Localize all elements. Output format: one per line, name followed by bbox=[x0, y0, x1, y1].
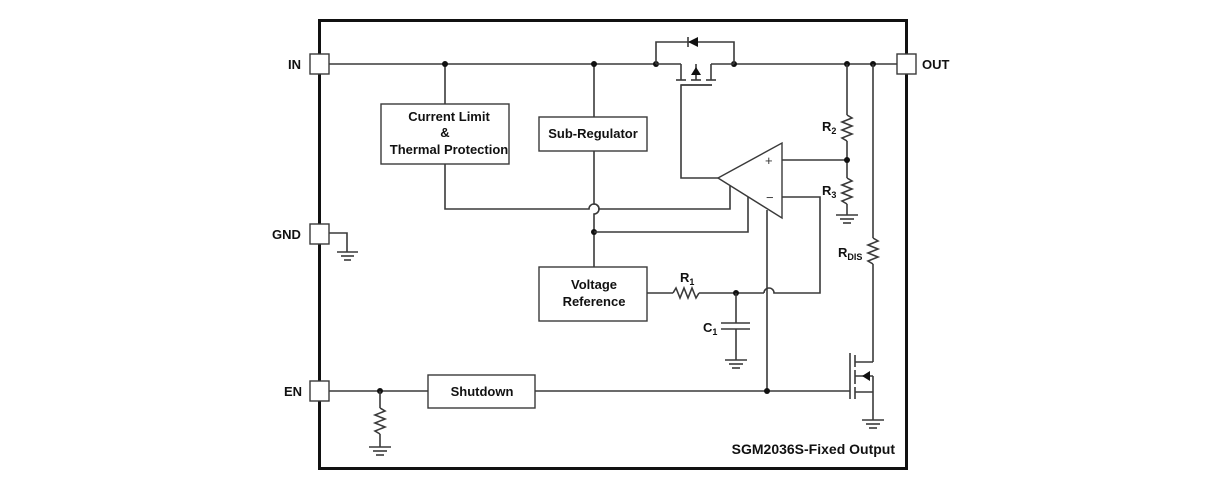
junction-dot bbox=[591, 61, 597, 67]
r1-resistor-icon bbox=[647, 196, 821, 301]
out-pin bbox=[896, 53, 917, 75]
gnd-pin bbox=[309, 223, 330, 245]
r3-label: R3 bbox=[822, 183, 836, 200]
gnd-pin-label: GND bbox=[272, 227, 301, 242]
junction-dot bbox=[764, 388, 770, 394]
current-limit-label-1: Current Limit bbox=[408, 109, 490, 124]
current-limit-label-3: Thermal Protection bbox=[390, 142, 509, 157]
opamp-minus-sign: − bbox=[766, 190, 774, 205]
current-limit-label-2: & bbox=[440, 125, 449, 140]
wire-subregulator-to-opamp bbox=[594, 195, 749, 233]
r1-label: R1 bbox=[680, 270, 694, 287]
wire-current-limit-to-opamp bbox=[444, 164, 731, 210]
error-amplifier bbox=[716, 141, 783, 220]
c1-label: C1 bbox=[703, 320, 717, 337]
en-pin-label: EN bbox=[284, 384, 302, 399]
out-pin-label: OUT bbox=[922, 57, 950, 72]
sub-regulator-label: Sub-Regulator bbox=[548, 126, 638, 141]
gnd-pin-ground-icon bbox=[329, 232, 358, 261]
wire-opamp-to-gate bbox=[680, 84, 718, 179]
junction-dot bbox=[442, 61, 448, 67]
junction-dot bbox=[844, 157, 850, 163]
r3-resistor-icon bbox=[836, 177, 858, 224]
in-pin bbox=[309, 53, 330, 75]
r2-label: R2 bbox=[822, 119, 836, 136]
chip-boundary bbox=[318, 19, 908, 470]
sub-regulator-block bbox=[538, 116, 648, 152]
rdis-label: RDIS bbox=[838, 245, 862, 262]
c1-capacitor-icon bbox=[721, 293, 750, 369]
voltage-reference-label-2: Reference bbox=[563, 294, 626, 309]
voltage-reference-block bbox=[538, 266, 648, 322]
diagram-title: SGM2036S-Fixed Output bbox=[732, 441, 896, 457]
en-pulldown-resistor-icon bbox=[369, 391, 391, 456]
wire-subregulator-to-reference bbox=[593, 151, 600, 267]
voltage-reference-label-1: Voltage bbox=[571, 277, 617, 292]
pass-pmos-icon bbox=[653, 37, 737, 86]
opamp-plus-sign: + bbox=[765, 153, 773, 168]
rdis-resistor-icon bbox=[865, 64, 881, 362]
in-pin-label: IN bbox=[288, 57, 301, 72]
discharge-nmos-icon bbox=[849, 353, 884, 429]
en-pin bbox=[309, 380, 330, 402]
shutdown-label: Shutdown bbox=[451, 384, 514, 399]
